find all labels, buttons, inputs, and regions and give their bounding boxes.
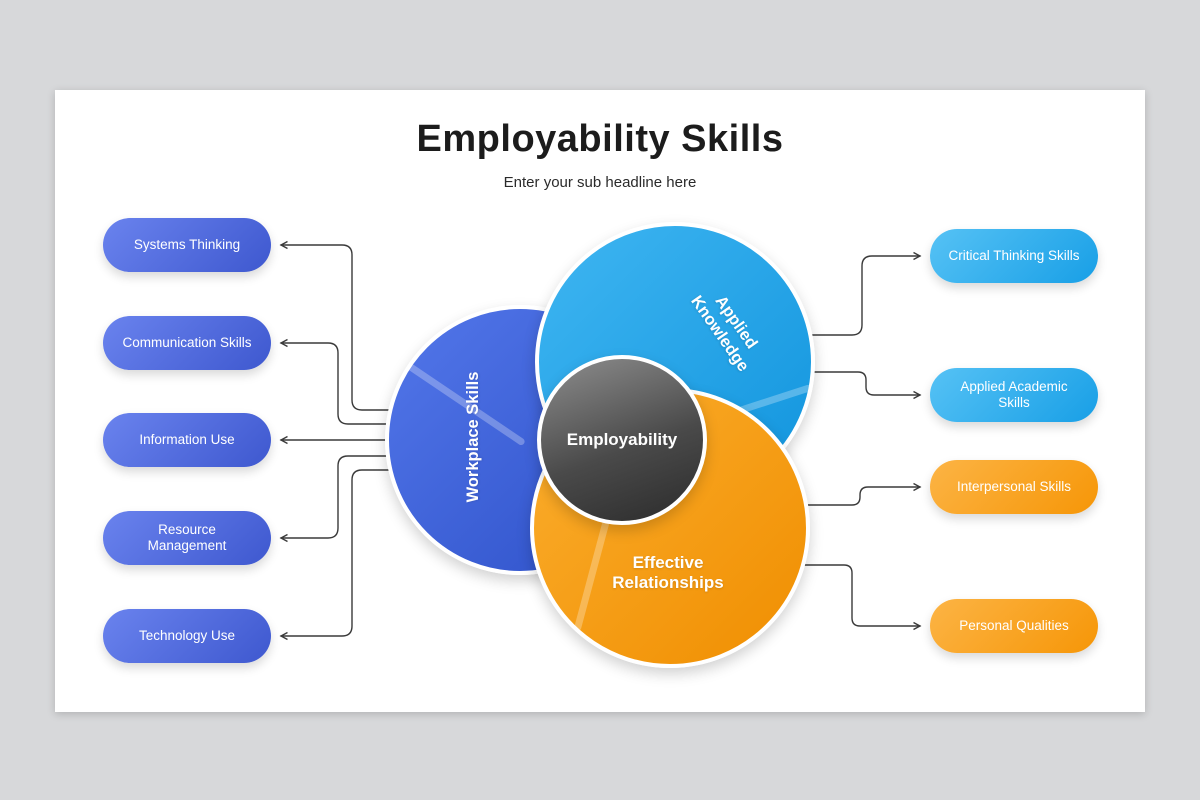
- pill-label: Interpersonal Skills: [956, 479, 1072, 494]
- pill-label: Personal Qualities: [959, 618, 1069, 633]
- pill-personal-qualities: Personal Qualities: [930, 599, 1098, 653]
- pill-critical-thinking-skills: Critical Thinking Skills: [930, 229, 1098, 283]
- workplace-skills-label: Workplace Skills: [464, 371, 482, 503]
- effective-relationships-line1: Effective: [632, 553, 704, 572]
- pill-communication-skills: Communication Skills: [103, 316, 271, 370]
- pill-label: Critical Thinking Skills: [948, 248, 1080, 263]
- circle-center-employability: Employability: [537, 355, 707, 525]
- pill-label: Systems Thinking: [133, 237, 241, 252]
- effective-relationships-label: Effective Relationships: [583, 553, 753, 593]
- pill-label: Resource Management: [147, 522, 227, 553]
- center-label: Employability: [566, 430, 678, 449]
- pill-label: Applied Academic Skills: [960, 379, 1068, 410]
- pill-information-use: Information Use: [103, 413, 271, 467]
- page-title: Employability Skills: [416, 118, 784, 160]
- effective-relationships-line2: Relationships: [612, 573, 724, 592]
- pill-technology-use: Technology Use: [103, 609, 271, 663]
- pill-resource-management: Resource Management: [103, 511, 271, 565]
- pill-interpersonal-skills: Interpersonal Skills: [930, 460, 1098, 514]
- pill-label: Information Use: [139, 432, 235, 447]
- pill-systems-thinking: Systems Thinking: [103, 218, 271, 272]
- pill-label: Communication Skills: [122, 335, 252, 350]
- divider-line-blue: [397, 356, 526, 447]
- pill-label: Technology Use: [138, 628, 236, 643]
- page-subtitle: Enter your sub headline here: [503, 174, 697, 191]
- pill-applied-academic-skills: Applied Academic Skills: [930, 368, 1098, 422]
